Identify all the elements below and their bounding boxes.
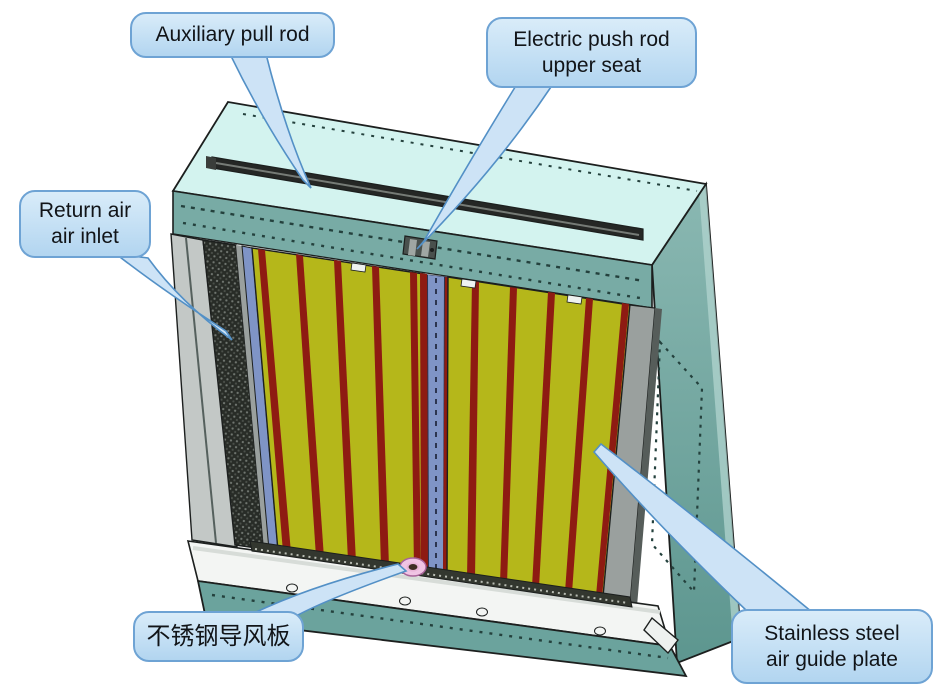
callout-label: Stainless steel [764,621,900,645]
perforated-strip [249,540,633,608]
leader-guide-plate-cn [251,563,408,616]
base-hole [286,583,298,593]
right-edge-chamfer [699,184,741,641]
air-guide-plates-right [446,276,631,598]
callout-label: Auxiliary pull rod [155,23,310,47]
auxiliary-pull-rod-rail [206,156,644,241]
fascia-rivet-row-2 [182,221,647,301]
base-rivet-row [211,593,669,660]
callout-stainless-guide-plate-en: Stainless steel air guide plate [731,609,933,684]
bottom-right-foot [643,616,679,655]
callout-label: upper seat [541,53,642,77]
leader-return-air-inlet [113,252,233,341]
leader-lines [113,53,815,616]
callout-label: Return air [38,199,132,223]
panel-notch [460,278,477,289]
callout-label: 不锈钢导风板 [146,622,291,650]
electric-push-rod-upper-seat [402,235,438,260]
base-hole [476,607,488,617]
left-gray-sliver [236,245,269,550]
air-guide-plates-left [251,247,425,573]
top-fascia-band [172,190,653,309]
callout-return-air-inlet: Return air air inlet [19,190,151,258]
callout-label: Electric push rod [513,27,670,51]
leader-guide-plate-en [592,442,815,613]
fascia-rivet-row-1 [180,204,645,283]
cable-grommet [399,557,427,577]
leader-auxiliary-pull-rod [228,53,312,189]
callout-label: air guide plate [766,647,898,671]
callout-electric-push-rod-upper-seat: Electric push rod upper seat [486,17,697,88]
callout-auxiliary-pull-rod: Auxiliary pull rod [130,12,335,58]
base-hole [399,596,411,606]
cabinet [170,101,742,678]
panel-notch [566,294,583,305]
callout-stainless-guide-plate-cn: 不锈钢导风板 [133,611,304,662]
leader-electric-push-rod [416,83,555,250]
right-side-rivet-outline [650,339,704,595]
base-hole [594,626,606,636]
callout-label: air inlet [51,225,119,248]
panel-notch [350,262,367,273]
top-rivet-row [242,113,698,192]
